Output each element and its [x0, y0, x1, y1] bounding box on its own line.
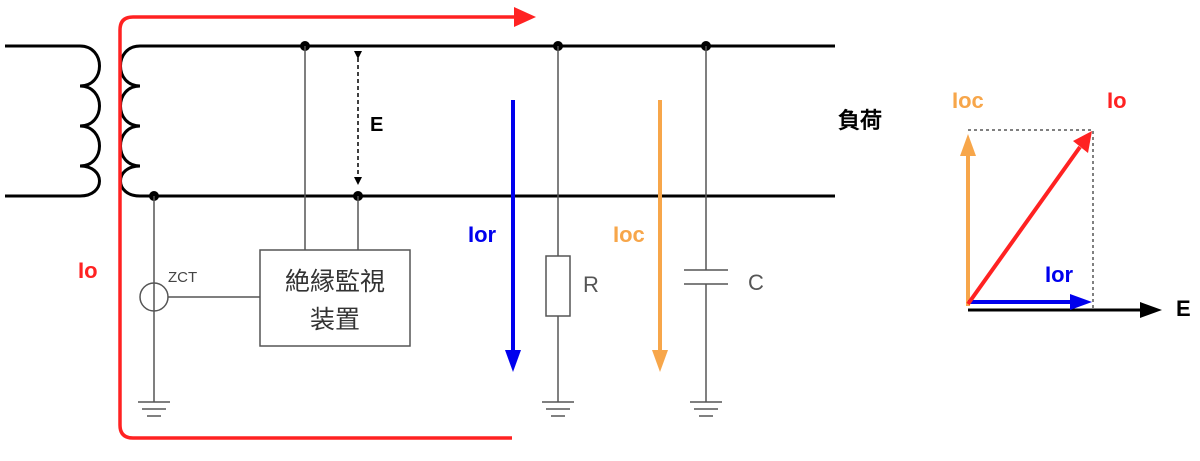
ioc-arrowhead [652, 350, 668, 372]
e-vector-arrowhead [1140, 302, 1162, 318]
io-vector-arrowhead [1073, 131, 1092, 153]
load-label: 負荷 [838, 108, 882, 133]
ior-vector-arrowhead [1070, 294, 1092, 310]
capacitor-label: C [748, 270, 764, 295]
ioc-vector-arrowhead [960, 134, 976, 156]
device-label-line1: 絶縁監視 [285, 268, 385, 296]
io-vector-label: Io [1107, 88, 1127, 113]
io-left-label: Io [78, 258, 98, 283]
device-label-line2: 装置 [310, 306, 360, 334]
zct-symbol [139, 282, 169, 312]
device-wiring [153, 46, 359, 402]
resistor-branch [542, 46, 574, 417]
zct-label: ZCT [168, 269, 197, 286]
e-vector-label: E [1176, 296, 1191, 321]
voltage-e-indicator: E [354, 51, 383, 185]
ground-symbol [138, 401, 170, 417]
insulation-monitor-device [259, 249, 411, 347]
vector-diagram: Ioc Io Ior E [952, 88, 1191, 321]
transformer [5, 44, 150, 198]
ior-mid-label: Ior [468, 222, 497, 247]
capacitor-branch [684, 46, 728, 417]
ior-arrowhead [505, 350, 521, 372]
io-loop-arrowhead [514, 7, 536, 27]
secondary-winding [119, 44, 150, 198]
io-current-loop [118, 15, 528, 440]
io-vector [966, 145, 1082, 306]
voltage-e-label: E [370, 114, 383, 136]
resistor-label: R [583, 272, 599, 297]
ioc-vector-label: Ioc [952, 88, 984, 113]
ior-vector-label: Ior [1045, 262, 1074, 287]
resistor [545, 255, 571, 317]
ioc-mid-label: Ioc [613, 222, 645, 247]
primary-winding [5, 44, 101, 198]
junction-dots [149, 41, 711, 201]
